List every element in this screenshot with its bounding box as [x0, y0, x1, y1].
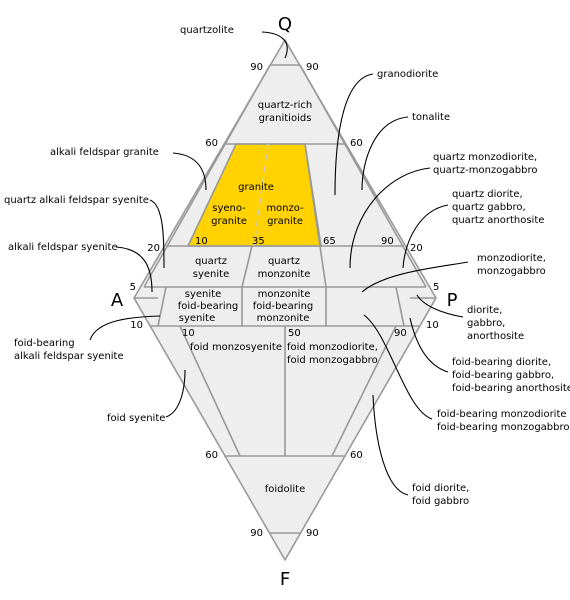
callout-foid-diorite-line1: foid diorite, — [412, 483, 469, 494]
field-quartz-syenite-line2: syenite — [193, 269, 229, 280]
leader-quartz-alkali-feldspar-syenite — [149, 199, 165, 269]
leader-alkali-feldspar-syenite — [115, 246, 153, 293]
callout-foid-bearing-diorite-line1: foid-bearing diorite, — [452, 357, 551, 368]
callout-quartz-diorite-line2: quartz gabbro, — [452, 202, 526, 213]
callout-quartz-diorite-line3: quartz anorthosite — [452, 215, 544, 226]
field-quartz-monzonite-line2: monzonite — [258, 269, 311, 280]
tick-p35: 35 — [252, 236, 265, 247]
tick-f90-right: 90 — [306, 528, 319, 539]
leader-foid-syenite — [165, 369, 186, 418]
tick-pf50: 50 — [288, 328, 301, 339]
field-syenogranite-line2: granite — [211, 216, 247, 227]
callout-diorite-line3: anorthosite — [467, 331, 524, 342]
field-granite: granite — [238, 182, 274, 193]
line-p10-upper — [143, 64, 271, 288]
callout-granodiorite: granodiorite — [377, 69, 438, 80]
callout-alkali-feldspar-syenite: alkali feldspar syenite — [8, 242, 118, 253]
vertex-f-label: F — [280, 569, 290, 590]
callout-quartz-alkali-feldspar-syenite: quartz alkali feldspar syenite — [4, 195, 149, 206]
callout-foid-syenite: foid syenite — [107, 413, 165, 424]
field-quartz-rich-line2: granitioids — [259, 113, 312, 124]
line-p65-upper — [304, 143, 327, 288]
tick-q20-right: 20 — [410, 243, 423, 254]
line-p35-qtz — [241, 245, 253, 288]
tick-q90-right: 90 — [306, 62, 319, 73]
line-pf10-lower — [179, 325, 241, 457]
field-monzonite: monzonite — [258, 289, 311, 300]
callout-diorite-line1: diorite, — [467, 305, 502, 316]
field-foid-monzosyenite: foid monzosyenite — [190, 342, 282, 353]
callout-foid-diorite-line2: foid gabbro — [412, 496, 469, 507]
field-foid-bearing-monzonite-line2: monzonite — [257, 313, 310, 324]
tick-f60-left: 60 — [205, 450, 218, 461]
callout-quartz-diorite-line1: quartz diorite, — [452, 189, 523, 200]
callout-alkali-feldspar-granite: alkali feldspar granite — [50, 147, 159, 158]
tick-q5-left: 5 — [130, 282, 136, 293]
tick-p90: 90 — [381, 236, 394, 247]
tick-pf10: 10 — [182, 328, 195, 339]
callout-quartz-monzodiorite-line2: quartz-monzogabbro — [433, 165, 537, 176]
tick-f90-left: 90 — [250, 528, 263, 539]
callout-monzodiorite-line1: monzodiorite, — [477, 253, 546, 264]
vertex-a-label: A — [111, 290, 124, 311]
vertex-q-label: Q — [278, 14, 292, 35]
line-p10-band — [157, 286, 167, 327]
field-quartz-monzonite-line1: quartz — [268, 256, 300, 267]
leader-quartz-diorite — [402, 204, 449, 269]
leader-monzodiorite — [361, 261, 469, 293]
field-quartz-rich-line1: quartz-rich — [258, 100, 312, 111]
leader-foid-bearing-monzodiorite — [363, 314, 433, 420]
callout-foid-bearing-monzodiorite-line2: foid-bearing monzogabbro — [437, 422, 570, 433]
field-monzogranite-line2: granite — [267, 216, 303, 227]
field-foid-monzodiorite-line1: foid monzodiorite, — [287, 342, 378, 353]
leader-foid-bearing-alkali-feldspar-syenite — [89, 315, 161, 341]
leader-tonalite — [361, 116, 409, 191]
callout-tonalite: tonalite — [412, 112, 450, 123]
callout-quartzolite: quartzolite — [180, 25, 234, 36]
leader-alkali-feldspar-granite — [172, 152, 207, 191]
leader-foid-bearing-diorite — [409, 317, 449, 373]
tick-pf90: 90 — [394, 328, 407, 339]
callout-monzodiorite-line2: monzogabbro — [477, 266, 546, 277]
leader-quartz-monzodiorite — [349, 167, 431, 269]
callout-diorite-line2: gabbro, — [467, 318, 505, 329]
leader-foid-diorite — [372, 394, 409, 496]
tick-f10-right: 10 — [426, 320, 439, 331]
line-p90-band — [395, 286, 405, 327]
field-syenite: syenite — [185, 289, 221, 300]
field-foid-bearing-syenite-line1: foid-bearing — [178, 301, 239, 312]
leader-granodiorite — [334, 73, 374, 196]
tick-f10-left: 10 — [130, 320, 143, 331]
field-foid-bearing-monzonite-line1: foid-bearing — [253, 301, 314, 312]
field-foid-bearing-syenite-line2: syenite — [179, 313, 215, 324]
tick-p10: 10 — [195, 236, 208, 247]
leader-quartzolite — [261, 31, 288, 59]
tick-q60-left: 60 — [205, 138, 218, 149]
callout-foid-bearing-alkali-feldspar-syenite-line1: foid-bearing — [14, 338, 75, 349]
callout-foid-bearing-diorite-line3: foid-bearing anorthosite — [452, 383, 570, 394]
callout-quartz-monzodiorite-line1: quartz monzodiorite, — [433, 152, 537, 163]
callout-foid-bearing-alkali-feldspar-syenite-line2: alkali feldspar syenite — [14, 351, 124, 362]
tick-q60-right: 60 — [350, 138, 363, 149]
field-foidolite: foidolite — [265, 484, 306, 495]
tick-f60-right: 60 — [350, 450, 363, 461]
callout-foid-bearing-monzodiorite-line1: foid-bearing monzodiorite — [437, 409, 567, 420]
tick-p65: 65 — [323, 236, 336, 247]
callout-foid-bearing-diorite-line2: foid-bearing gabbro, — [452, 370, 554, 381]
field-monzogranite-line1: monzo- — [266, 203, 304, 214]
line-pf90-lower — [331, 325, 397, 457]
field-quartz-syenite-line1: quartz — [195, 256, 227, 267]
tick-q90-left: 90 — [250, 62, 263, 73]
field-syenogranite-line1: syeno- — [212, 203, 246, 214]
tick-q20-left: 20 — [147, 243, 160, 254]
tick-q5-right: 5 — [433, 282, 439, 293]
field-foid-monzodiorite-line2: foid monzogabbro — [287, 355, 378, 366]
vertex-p-label: P — [447, 290, 458, 311]
leader-diorite — [416, 294, 464, 318]
